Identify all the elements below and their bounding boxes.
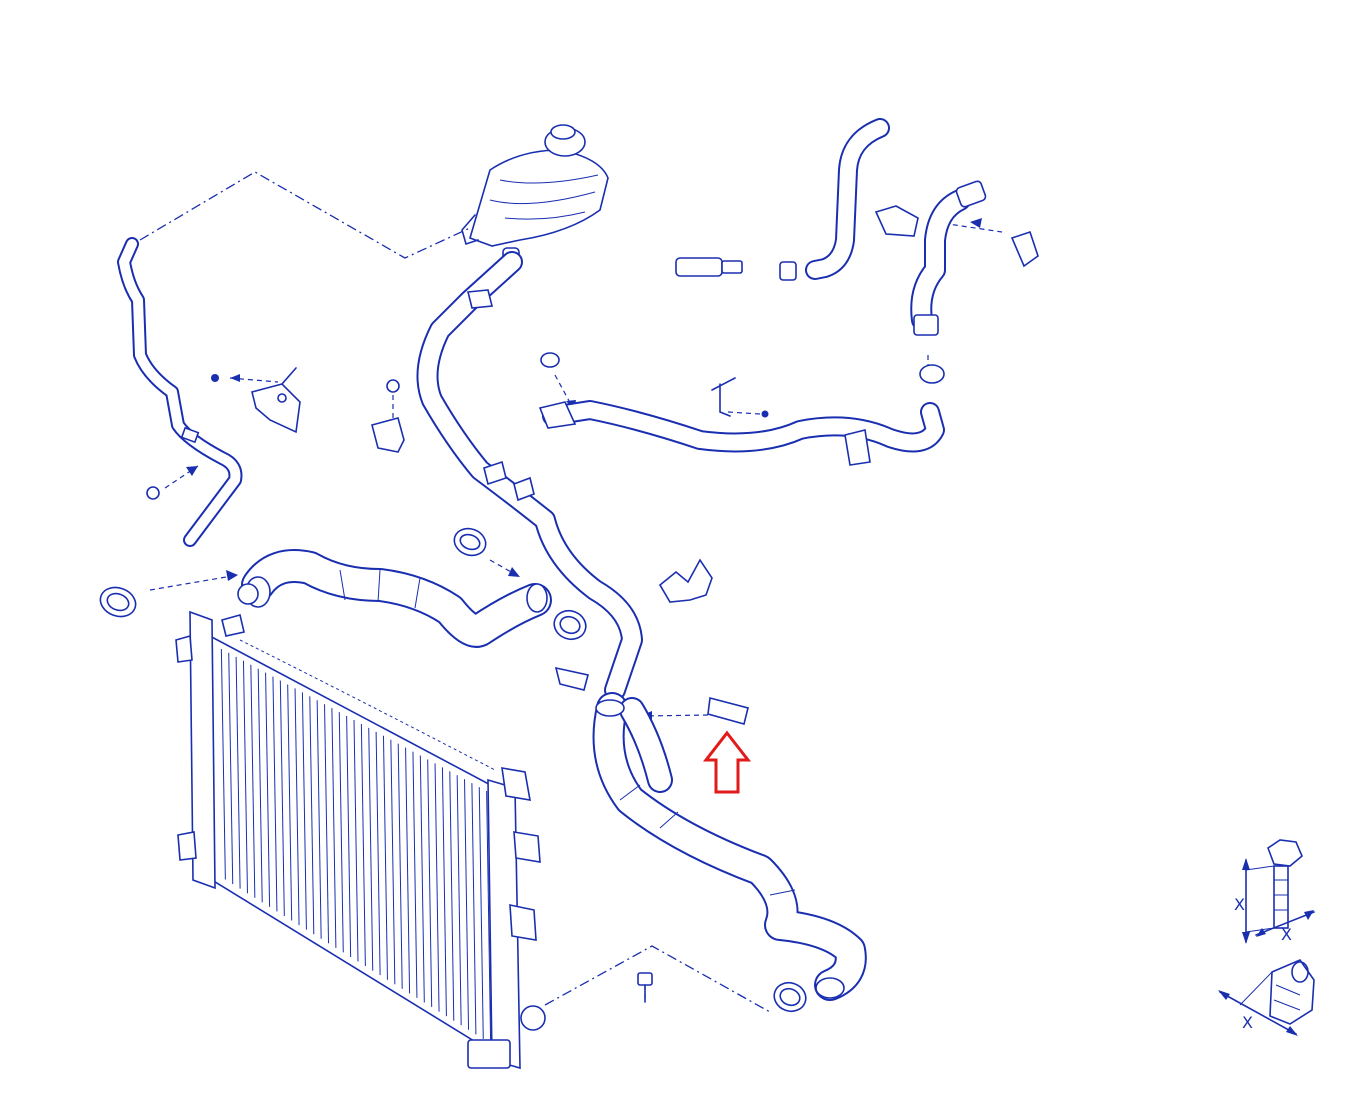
radiator-fin [471,783,477,1035]
radiator-fin [412,751,418,998]
radiator-fin [382,735,388,980]
bolt-diameter-label: X [1281,925,1292,944]
radiator-fin [301,692,307,930]
radiator-fin [353,719,359,962]
radiator-fin [478,787,484,1039]
radiator-fin [235,656,241,889]
hose-support-bracket [658,558,713,603]
radiator-fin [405,747,411,994]
radiator-fin [390,739,396,985]
radiator-fin [228,652,234,885]
radiator-fin [397,743,403,989]
bolt-length-label: X [1234,895,1245,914]
lower-radiator-hose [592,692,867,1001]
highlight-up-arrow [702,730,752,794]
radiator-fin [375,731,381,976]
radiator-fin [346,716,352,957]
radiator [175,583,546,1070]
radiator-fin [441,767,447,1017]
radiator-fin [449,771,455,1021]
radiator-fin [368,727,374,971]
radiator-fin [419,755,425,1003]
radiator-fin [316,700,322,939]
mounting-bracket-center [371,379,405,453]
top-right-hose-assembly [675,118,1039,336]
radiator-fin [338,712,344,953]
radiator-fin [272,676,278,912]
radiator-fin [279,680,285,916]
radiator-fin [309,696,315,935]
upper-radiator-hose [241,549,552,648]
radiator-fin [331,708,337,948]
hose-clamps [99,352,945,1013]
clamp-dimension-legend [1218,959,1315,1036]
radiator-fin [242,660,248,894]
radiator-fin [456,775,462,1026]
radiator-fin [265,672,271,907]
mounting-bracket-left [146,367,301,500]
radiator-fin [360,723,366,967]
expansion-tank [461,124,609,271]
radiator-drain-bolt [637,972,653,1003]
bolt-dimension-legend [1242,839,1315,944]
radiator-fin [486,791,492,1044]
radiator-fin [250,664,256,898]
radiator-fin [464,779,470,1030]
leader-arrowheads [186,218,982,721]
heater-hose [538,377,945,466]
radiator-fin [220,648,226,880]
main-coolant-hose [416,251,643,701]
radiator-fin [294,688,300,926]
radiator-fin [257,668,263,903]
left-bypass-hose [117,237,243,547]
radiator-fin [324,704,330,944]
radiator-fin [427,759,433,1008]
radiator-fin [434,763,440,1012]
clamp-width-label: X [1242,1013,1253,1032]
radiator-fin [287,684,293,921]
